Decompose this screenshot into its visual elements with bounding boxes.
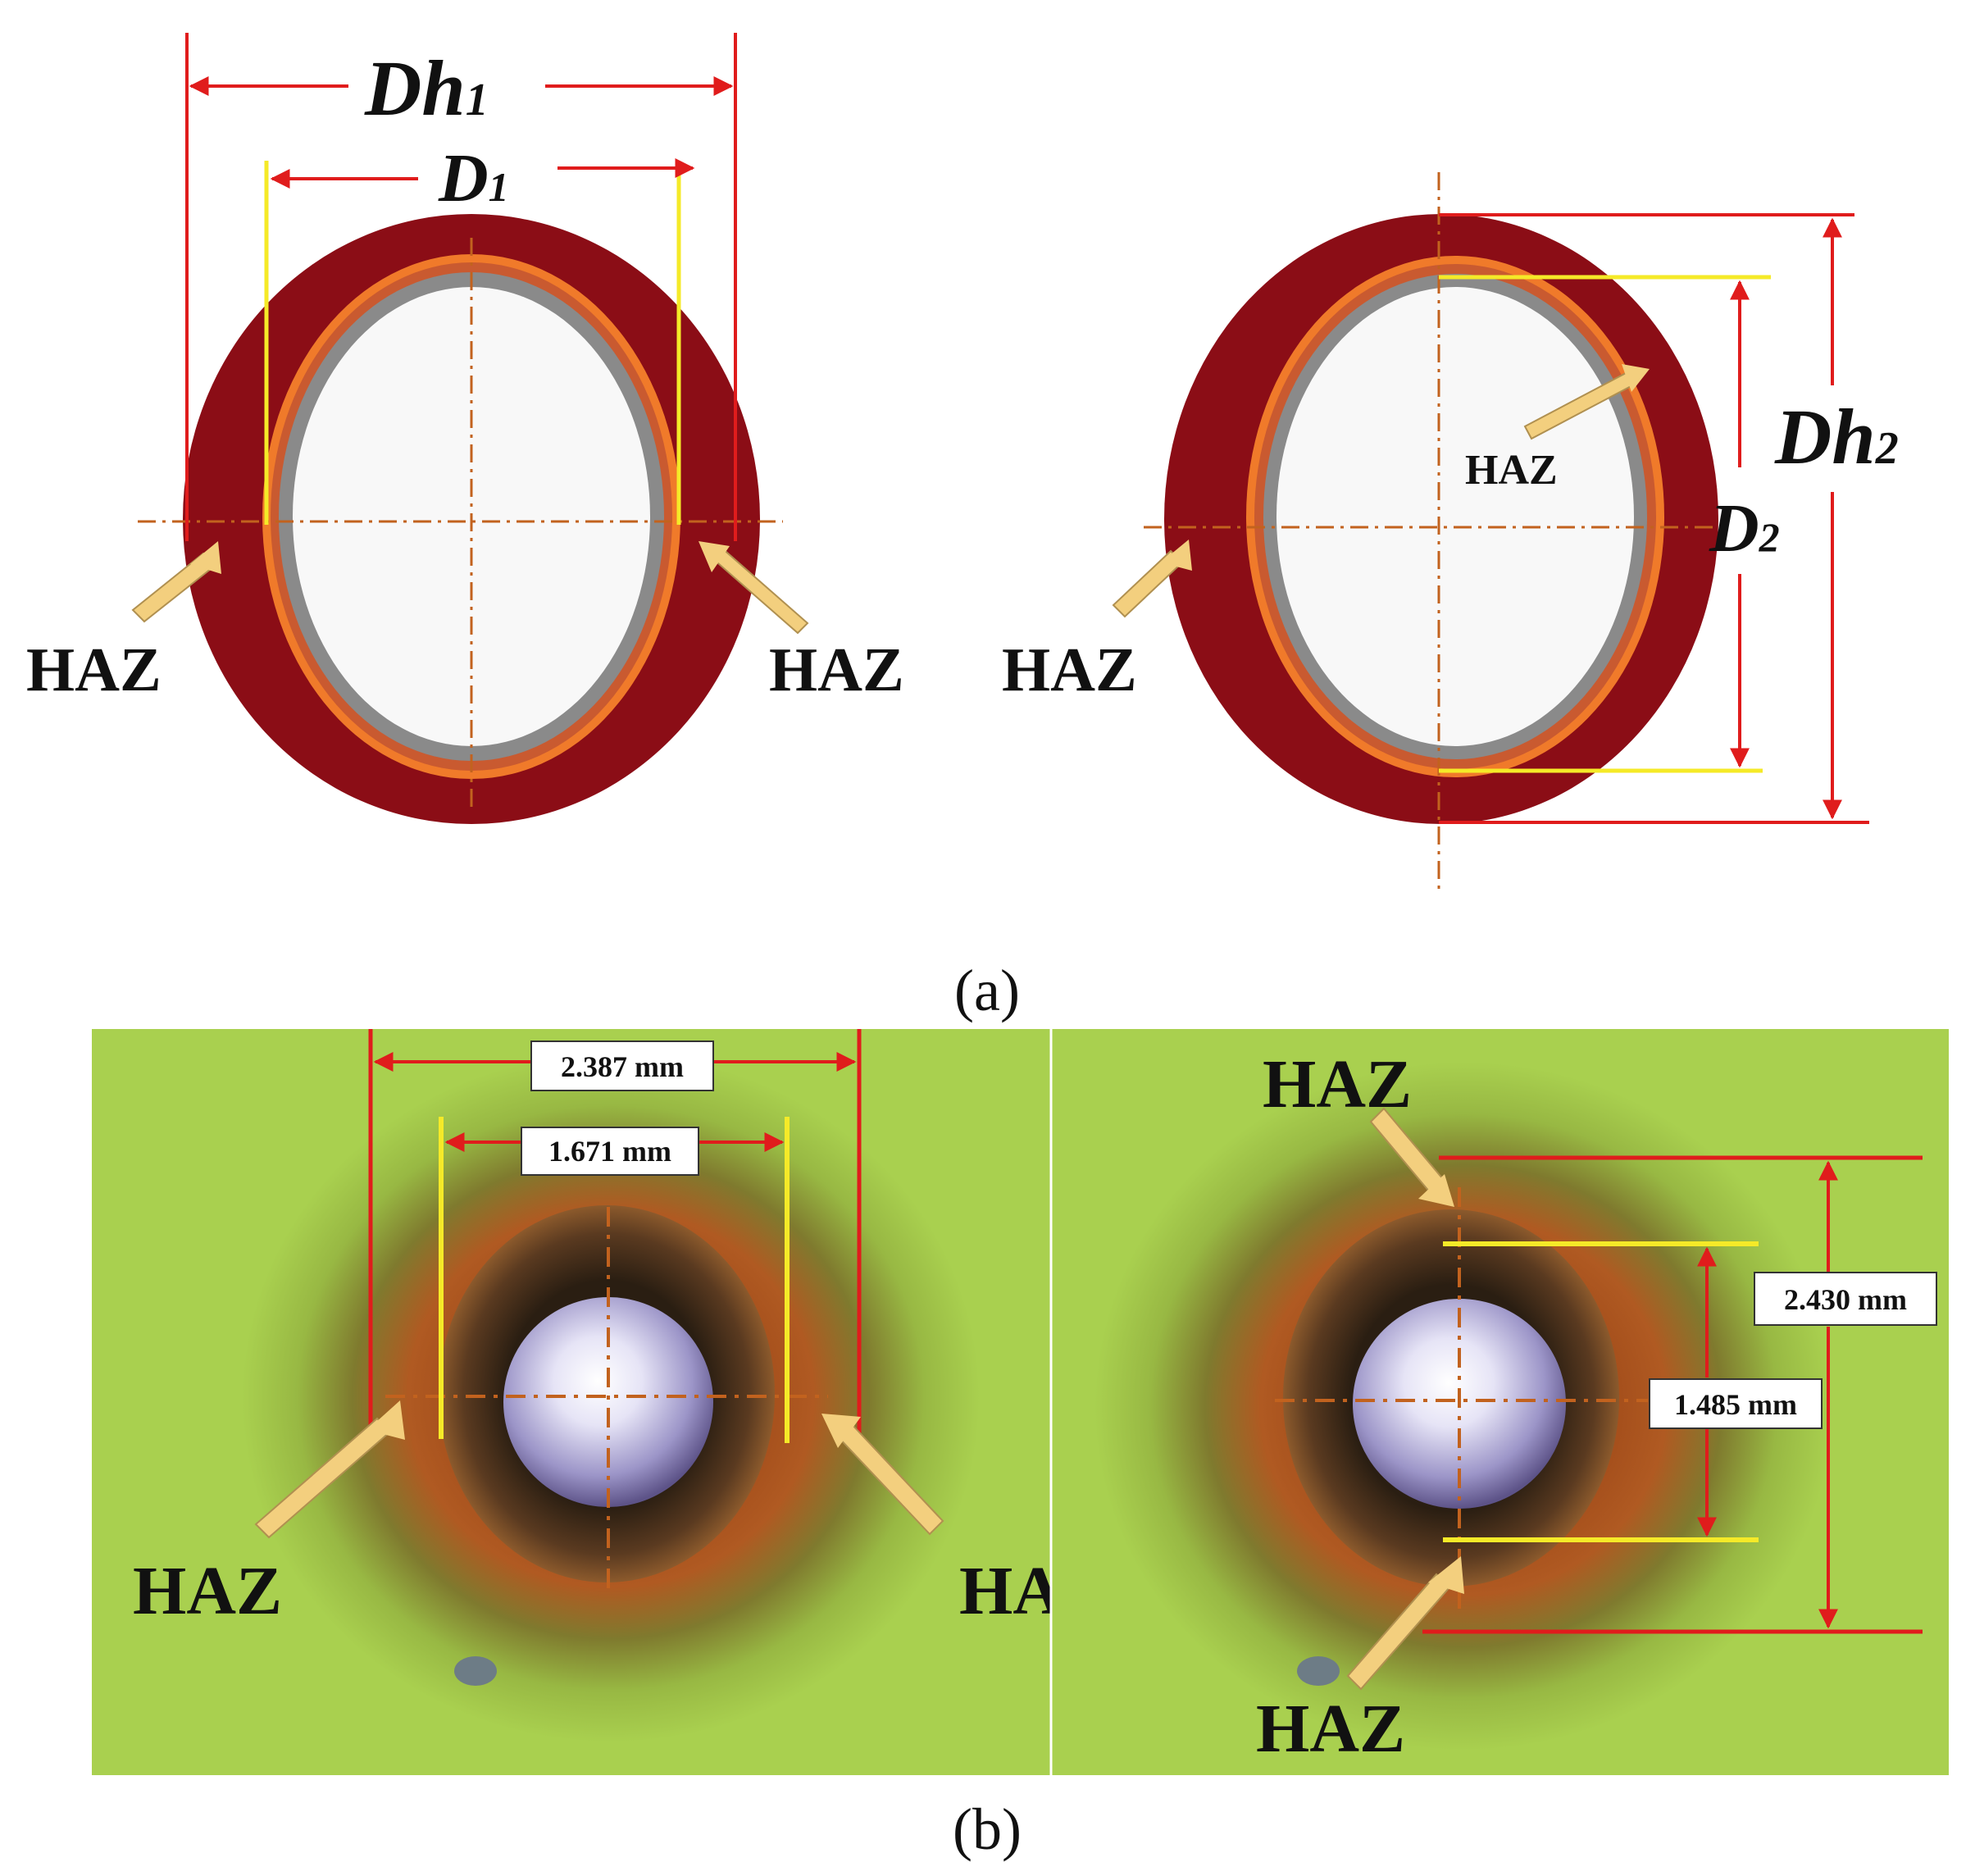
inner-measure-label: 1.671 mm [548,1135,671,1168]
panel-a-left-diagram: Dh1 D1 HAZ HAZ [26,33,904,824]
haz-arrow-left-head [367,1400,405,1440]
haz-arrow-left-head [1161,540,1192,571]
haz-arrow-right-head [821,1414,861,1448]
haz-label-right: HAZ [769,635,904,704]
inner-measure-box [521,1127,699,1176]
d2-label: D2 [1709,490,1780,567]
haz-arrow-bottom-head [1428,1556,1464,1594]
panel-a-right-diagram: Dh2 D2 HAZ HAZ [1002,172,1899,894]
d1-label: D1 [438,140,509,216]
inner-hole [1276,287,1634,746]
haz-label-left: HAZ [1002,635,1137,704]
hole-ball [503,1297,713,1507]
haz-arrow-left-head [190,541,221,574]
outer-measure-label: 2.430 mm [1784,1283,1907,1316]
haz-label-top: HAZ [1263,1046,1412,1122]
haz-label-bottom: HAZ [1256,1691,1405,1767]
panel-b-right-photo: 2.430 mm 1.485 mm HAZ HAZ [1049,1029,1949,1775]
haz-label-inner: HAZ [1465,447,1558,494]
droplet [1297,1656,1340,1686]
haz-label-left: HAZ [26,635,162,704]
inner-measure-box [1649,1378,1823,1429]
outer-measure-box [1754,1272,1937,1326]
caption-b: (b) [953,1796,1022,1862]
haz-inner-arrow-head [1622,364,1650,392]
outer-measure-label: 2.387 mm [561,1050,684,1083]
haz-arrow-right-head [699,541,730,572]
outer-measure-box [530,1040,714,1091]
panel-b-left-photo: 2.387 mm 1.671 mm HAZ HAZ [92,1029,1108,1775]
dh2-label: Dh2 [1774,393,1899,480]
droplet [454,1656,497,1686]
inner-measure-label: 1.485 mm [1674,1388,1797,1421]
haz-label-left: HAZ [133,1553,282,1629]
dh1-label: Dh1 [364,44,489,132]
haz-arrow-top-head [1418,1174,1454,1207]
caption-a: (a) [954,958,1020,1023]
